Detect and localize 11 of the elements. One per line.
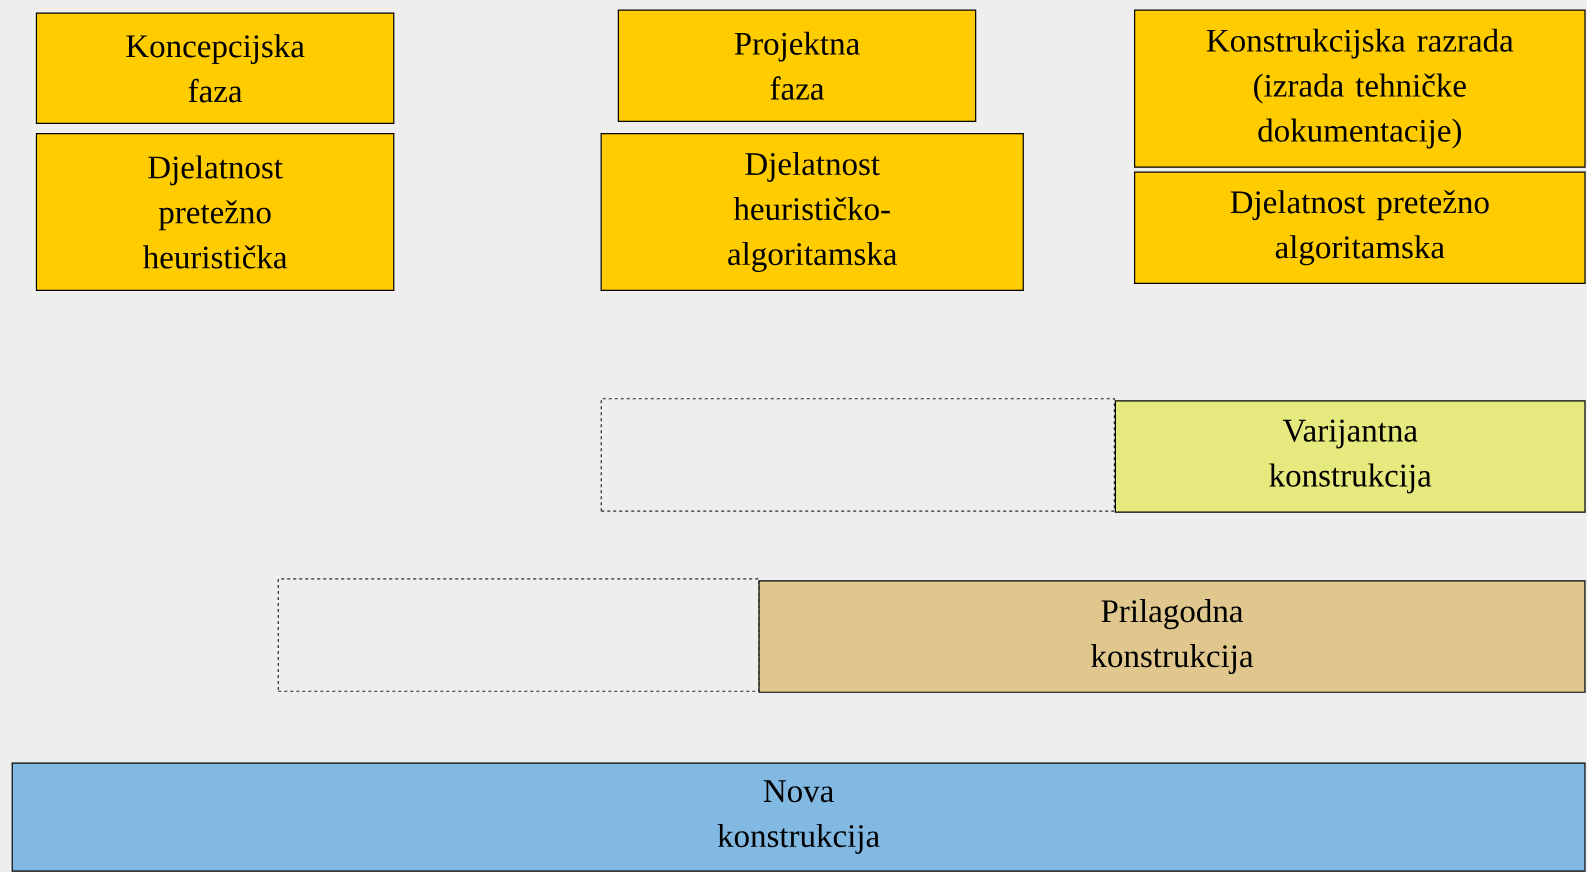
text-box: Prilagodna konstrukcija: [758, 580, 1586, 693]
text-box: Nova konstrukcija: [11, 762, 1586, 872]
text-box: Projektna faza: [617, 9, 977, 123]
text-box: Koncepcijska faza: [35, 12, 395, 125]
dashed-box: [277, 578, 760, 692]
text-box: Djelatnost pretežno heuristička: [35, 132, 395, 292]
text-box: Varijantna konstrukcija: [1114, 400, 1586, 513]
dashed-box: [600, 398, 1115, 512]
text-box: Djelatnost pretežno algoritamska: [1134, 171, 1586, 284]
text-box: Konstrukcijska razrada (izrada tehničke dokumentacije): [1134, 9, 1586, 168]
text-box: Djelatnost heurističko-algoritamska: [600, 132, 1024, 292]
